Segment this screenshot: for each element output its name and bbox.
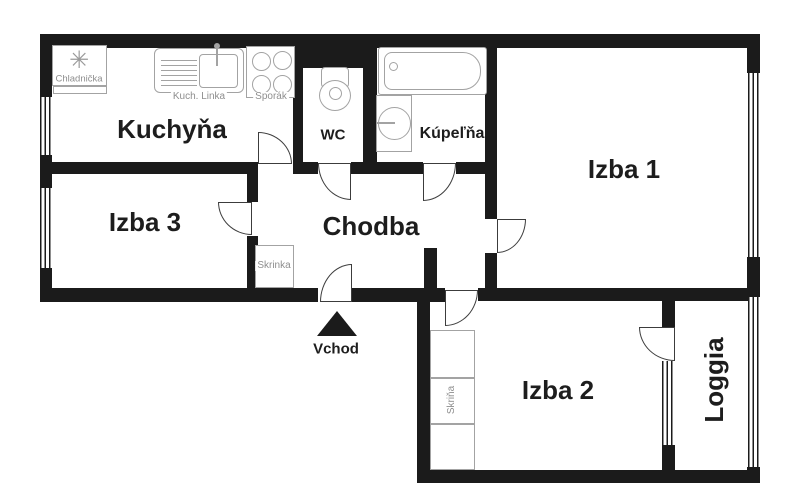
room-label-izba3: Izba 3	[108, 207, 182, 237]
wall-wc-right	[363, 68, 377, 174]
wall-right	[747, 257, 760, 297]
room-label-wc: WC	[320, 126, 346, 144]
room-label-chodba: Chodba	[322, 211, 420, 241]
room-label-loggia: Loggia	[699, 337, 729, 423]
wall-chodba-stub	[424, 248, 437, 288]
wall-izba1-bottom	[478, 288, 760, 301]
window-izba3	[40, 188, 52, 268]
door-izba2	[445, 290, 478, 326]
fridge-label: Chladnička	[53, 73, 105, 85]
wall-right	[747, 48, 760, 73]
fridge-counter	[53, 86, 107, 94]
stove-burner	[273, 51, 292, 70]
wall-izba1-left	[485, 48, 497, 219]
door-kuchyna	[258, 132, 292, 164]
kitchen-unit-label: Kuch. Linka	[170, 91, 228, 102]
wall-wc-left	[293, 68, 303, 174]
wall-left	[40, 48, 52, 97]
wall-izba3-chodba	[247, 162, 258, 202]
wall-bottom-main	[352, 288, 445, 302]
room-label-kupelna: Kúpeľňa	[419, 125, 485, 142]
wall-bottom-lower	[417, 470, 760, 483]
wall-izba3-chodba	[247, 236, 258, 290]
wardrobe-label: Skriňa	[446, 385, 457, 415]
sink-basin	[199, 54, 238, 88]
window-loggia-right	[748, 297, 760, 467]
window-izba2-loggia	[662, 361, 675, 445]
sink-drainer	[161, 56, 197, 86]
hall-cabinet-label: Skrinka	[255, 260, 293, 271]
room-label-izba1: Izba 1	[587, 154, 661, 184]
wall-kupelna-bottom	[351, 162, 423, 174]
room-label-kuchyna: Kuchyňa	[117, 114, 227, 144]
stove-label: Sporák	[253, 91, 289, 102]
wall-wc-top	[293, 48, 377, 68]
door-izba1	[497, 219, 526, 253]
door-kupelna	[423, 163, 456, 201]
snowflake-icon: ✳	[68, 47, 90, 74]
bathtub-drain	[389, 62, 398, 71]
entrance-arrow	[317, 311, 357, 336]
wall-izba2-left	[417, 288, 430, 470]
wall-wc-bottom	[293, 162, 318, 174]
door-wc	[318, 163, 351, 200]
wall-bottom-main	[40, 288, 318, 302]
wardrobe-divider	[431, 423, 474, 425]
wall-loggia-left	[662, 301, 675, 327]
door-izba3	[218, 202, 252, 235]
stove-burner	[252, 52, 271, 71]
wardrobe-divider	[431, 377, 474, 379]
wardrobe	[430, 330, 475, 470]
window-izba1	[748, 73, 760, 257]
wall-loggia-left	[662, 445, 675, 470]
toilet-bowl-inner	[329, 87, 342, 100]
sink-tap-knob	[214, 43, 220, 49]
door-entrance	[320, 264, 352, 302]
sink-tap	[216, 46, 218, 66]
wall-kuchyna-bottom	[52, 162, 258, 174]
wall-left	[40, 155, 52, 188]
window-kuchyna	[40, 97, 52, 155]
door-loggia	[639, 327, 675, 361]
entrance-label: Vchod	[313, 340, 359, 358]
wall-izba1-left	[485, 253, 497, 301]
room-label-izba2: Izba 2	[521, 375, 595, 405]
wall-top	[40, 34, 760, 48]
bathtub-inner	[384, 52, 481, 90]
washbasin-tap	[377, 122, 395, 124]
